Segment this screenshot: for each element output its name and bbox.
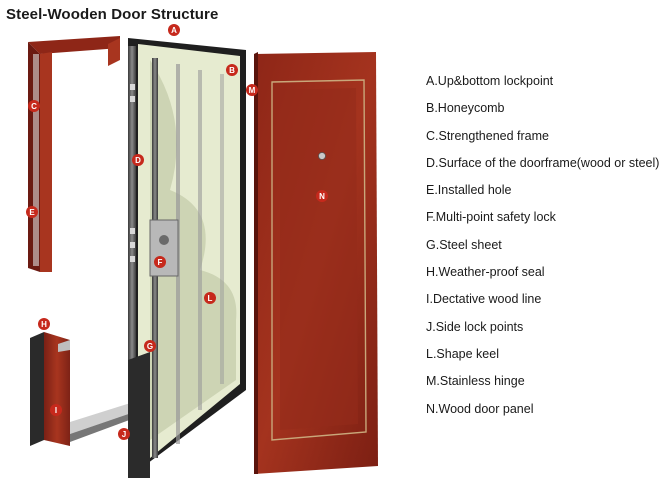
legend-item-h: H.Weather-proof seal	[426, 265, 545, 280]
marker-b: B	[226, 64, 238, 76]
marker-g: G	[144, 340, 156, 352]
marker-l: L	[204, 292, 216, 304]
legend-item-g: G.Steel sheet	[426, 237, 502, 252]
legend-item-c: C.Strengthened frame	[426, 128, 549, 143]
svg-text:F: F	[158, 258, 163, 267]
legend-item-f: F.Multi-point safety lock	[426, 210, 556, 225]
svg-text:M: M	[249, 86, 256, 95]
svg-text:A: A	[171, 26, 177, 35]
marker-m: M	[246, 84, 258, 96]
door-structure-illustration: A B C D E F G H I J L M	[26, 24, 378, 478]
marker-n: N	[316, 190, 328, 202]
marker-f: F	[154, 256, 166, 268]
svg-text:G: G	[147, 342, 153, 351]
svg-text:B: B	[229, 66, 235, 75]
wood-door-panel	[254, 52, 378, 474]
legend-list: A.Up&bottom lockpoint B.Honeycomb C.Stre…	[426, 68, 659, 423]
diagram-title: Steel-Wooden Door Structure	[6, 6, 219, 23]
svg-text:L: L	[208, 294, 213, 303]
legend-item-a: A.Up&bottom lockpoint	[426, 74, 554, 88]
legend-item-b: B.Honeycomb	[426, 101, 505, 116]
marker-j: J	[118, 428, 130, 440]
marker-e: E	[26, 206, 38, 218]
svg-text:I: I	[55, 406, 57, 415]
svg-text:H: H	[41, 320, 47, 329]
door-leaf	[128, 38, 246, 478]
marker-c: C	[28, 100, 40, 112]
legend-item-m: M.Stainless hinge	[426, 374, 525, 389]
svg-text:N: N	[319, 192, 325, 201]
legend-item-i: I.Dectative wood line	[426, 292, 542, 307]
svg-text:D: D	[135, 156, 141, 165]
legend-item-n: N.Wood door panel	[426, 401, 534, 416]
legend-item-l: L.Shape keel	[426, 346, 499, 361]
legend-item-d: D.Surface of the doorframe(wood or steel…	[426, 155, 660, 170]
doorframe-bottom	[30, 332, 140, 446]
marker-a: A	[168, 24, 180, 36]
legend-item-j: J.Side lock points	[426, 319, 524, 334]
svg-text:J: J	[122, 430, 126, 439]
svg-text:E: E	[29, 208, 35, 217]
marker-d: D	[132, 154, 144, 166]
svg-text:C: C	[31, 102, 37, 111]
doorframe-top	[28, 36, 120, 272]
legend-item-e: E.Installed hole	[426, 183, 512, 198]
marker-i: I	[50, 404, 62, 416]
marker-h: H	[38, 318, 50, 330]
